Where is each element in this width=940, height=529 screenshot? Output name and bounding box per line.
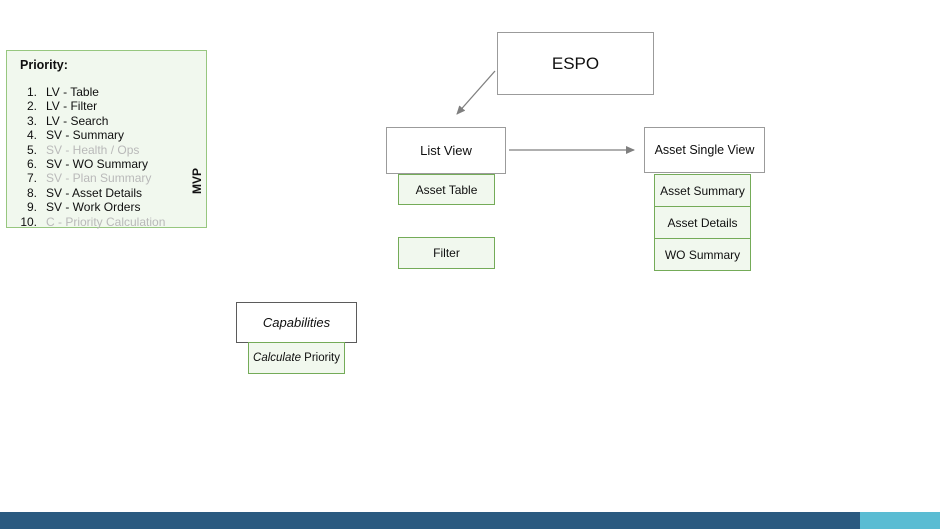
priority-list-item: 1.LV - Table [26, 85, 99, 99]
list-view-box[interactable]: List View [386, 127, 506, 174]
footer-bar [0, 512, 860, 529]
priority-list-item: 5.SV - Health / Ops [26, 142, 140, 157]
calculate-priority-label: Calculate Priority [253, 352, 340, 364]
espo-label: ESPO [551, 53, 600, 73]
priority-list-item: 4.SV - Summary [26, 128, 125, 143]
capabilities-box[interactable]: Capabilities [236, 302, 357, 343]
asset-details-box[interactable]: Asset Details [654, 206, 751, 239]
asset-summary-box[interactable]: Asset Summary [654, 174, 751, 207]
arrow-espo-to-listview [456, 70, 496, 115]
priority-list-item: 10.C - Priority Calculation [20, 214, 166, 229]
priority-list-item: 8.SV - Asset Details [26, 185, 143, 200]
wo-summary-label: WO Summary [664, 247, 741, 262]
priority-list-item: 3.LV - Search [26, 113, 109, 128]
asset-table-label: Asset Table [415, 182, 478, 197]
list-view-label: List View [420, 143, 472, 158]
asset-single-view-box[interactable]: Asset Single View [644, 127, 765, 173]
calculate-priority-box[interactable]: Calculate Priority [248, 342, 345, 374]
priority-list-item: 2.LV - Filter [26, 99, 98, 114]
priority-list-item: 6.SV - WO Summary [26, 157, 149, 172]
wo-summary-box[interactable]: WO Summary [654, 238, 751, 271]
capabilities-label: Capabilities [262, 315, 331, 330]
asset-details-label: Asset Details [667, 215, 738, 230]
priority-title: Priority: [20, 58, 68, 72]
priority-list-item: 9.SV - Work Orders [26, 200, 141, 215]
filter-box[interactable]: Filter [398, 237, 495, 269]
priority-list-item: 7.SV - Plan Summary [26, 171, 152, 186]
espo-box[interactable]: ESPO [497, 32, 654, 95]
asset-single-view-label: Asset Single View [654, 143, 755, 157]
asset-table-box[interactable]: Asset Table [398, 174, 495, 205]
filter-label: Filter [433, 246, 460, 260]
footer-accent-bar [860, 512, 940, 529]
asset-summary-label: Asset Summary [660, 183, 745, 198]
mvp-label: MVP [190, 168, 204, 195]
